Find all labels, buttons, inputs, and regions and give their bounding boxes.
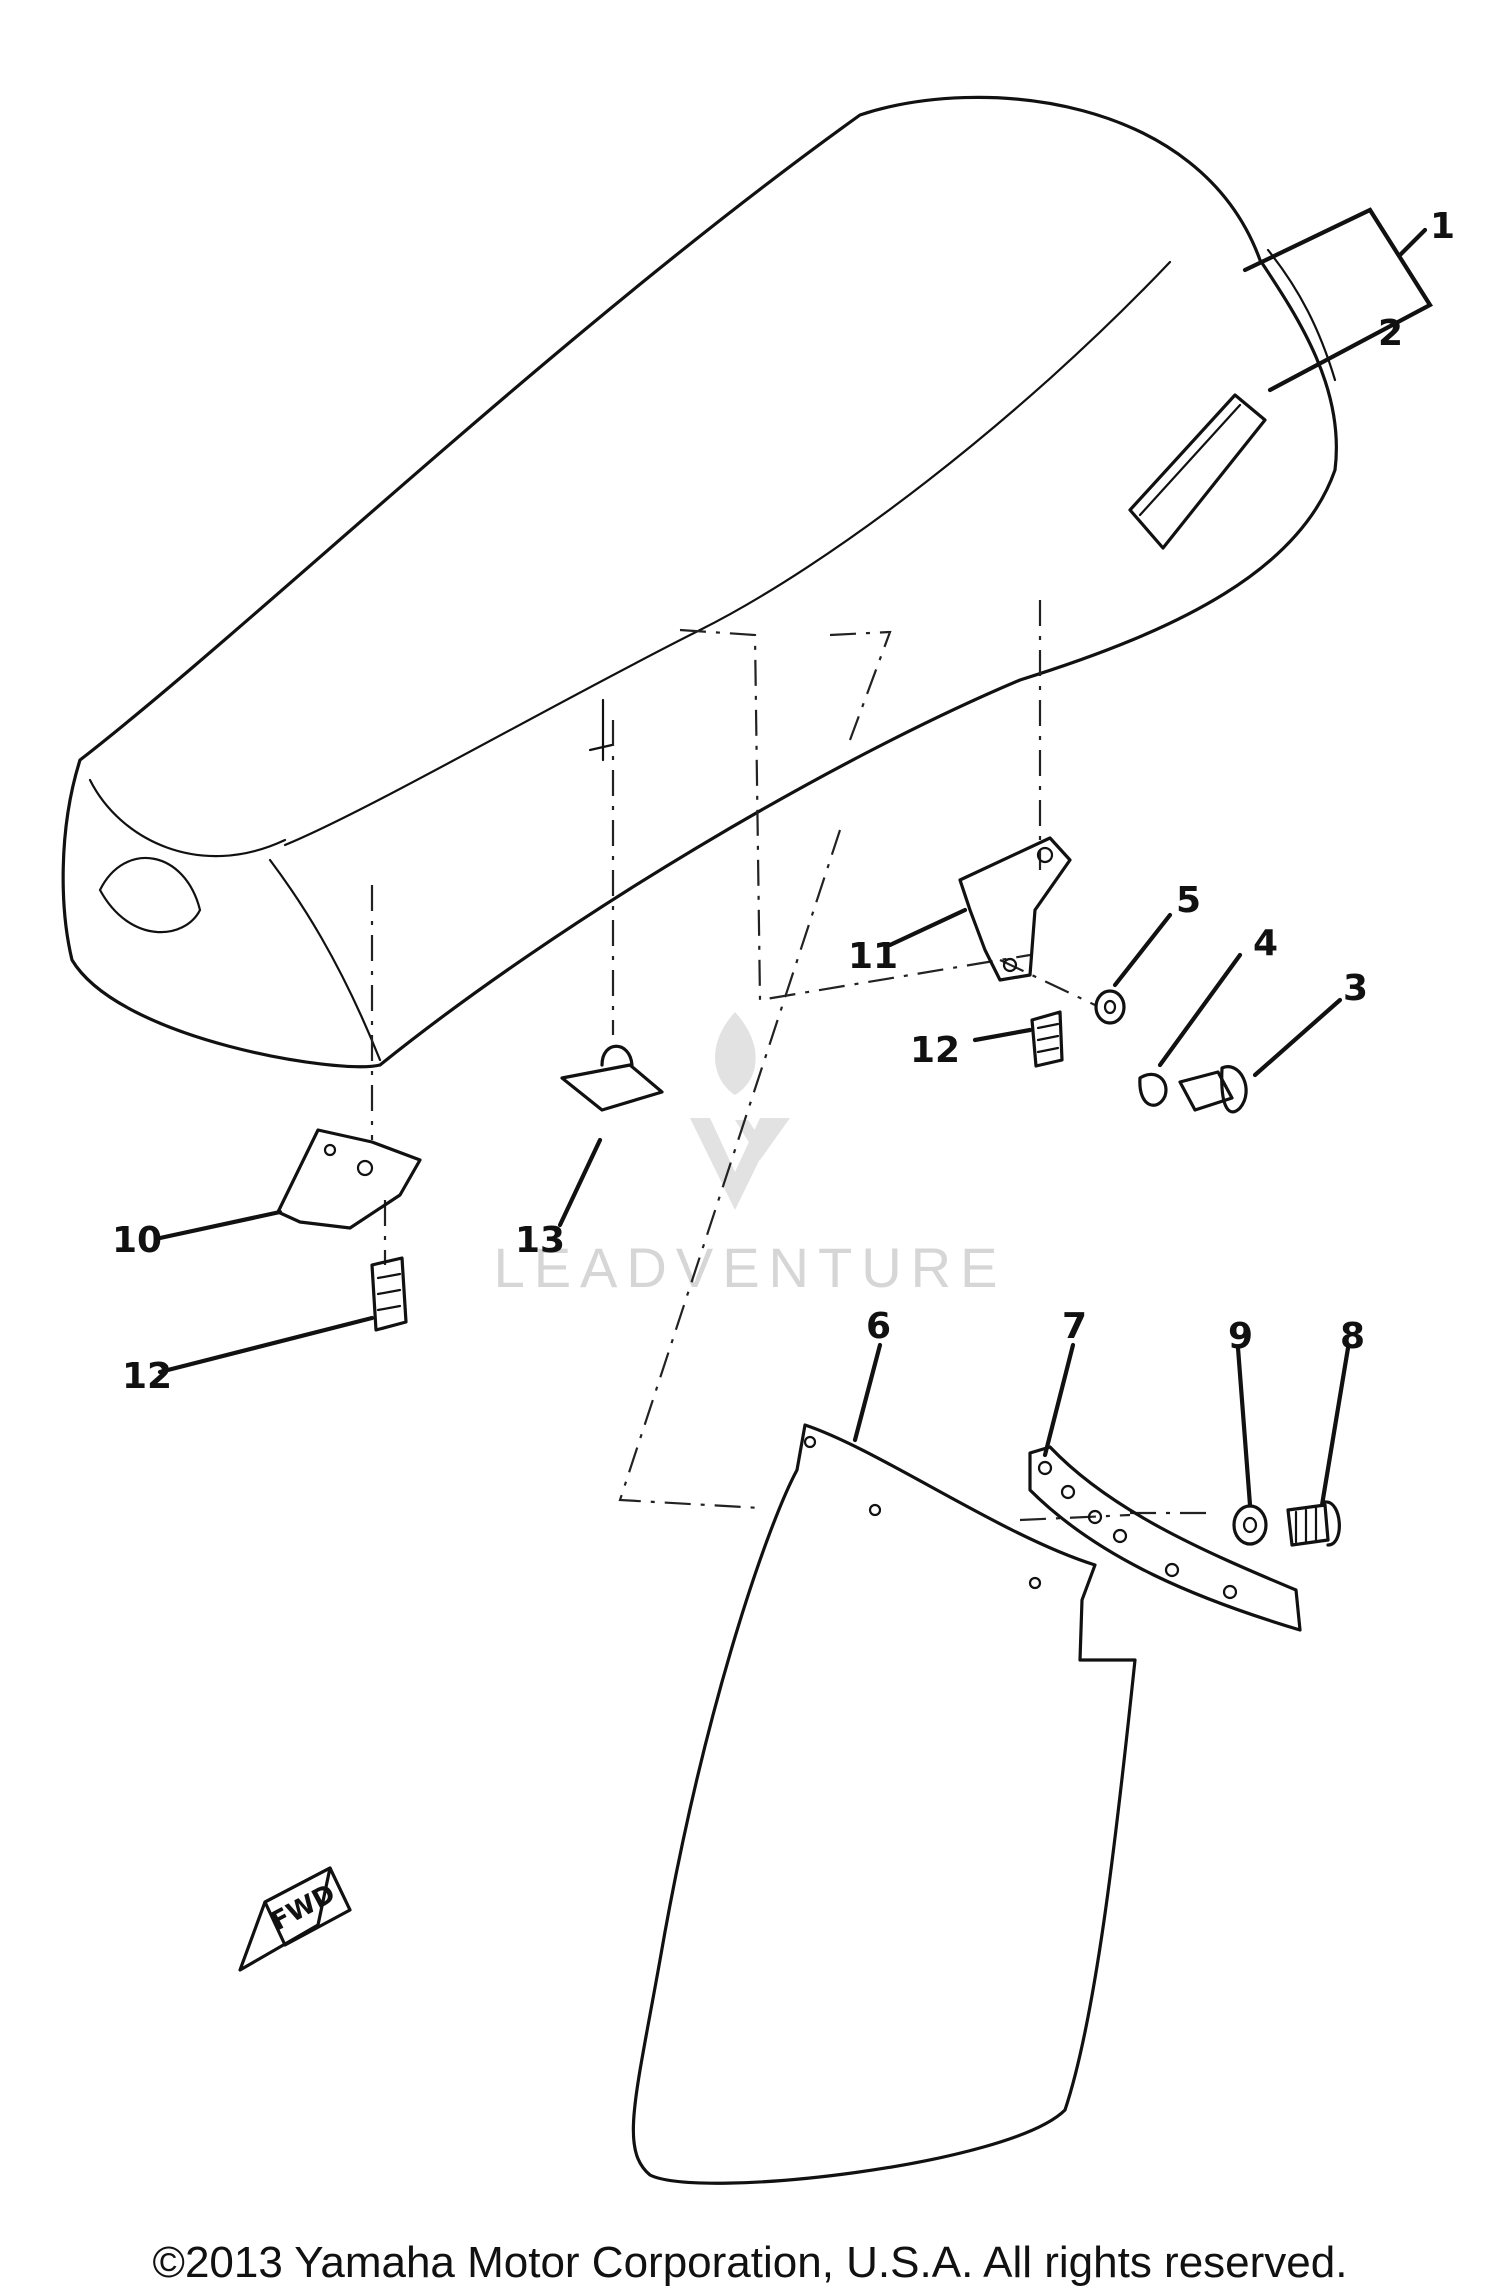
nut-12-upper [1030, 1010, 1064, 1068]
rear-fender-6 [631, 1423, 1137, 2185]
callout-13: 13 [515, 1220, 565, 1261]
callout-5: 5 [1176, 880, 1201, 921]
callout-4: 4 [1253, 923, 1278, 964]
callout-labels: 1 2 3 4 5 6 7 8 9 10 11 12 12 13 [112, 206, 1455, 1397]
leader-lines [157, 207, 1433, 1508]
callout-7: 7 [1062, 1306, 1087, 1347]
bracket-10 [276, 1128, 422, 1230]
seat-assembly [61, 95, 1338, 1069]
bracket-11 [958, 836, 1072, 982]
reflector-bracket-7 [1028, 1445, 1302, 1632]
nut-12-lower [370, 1256, 408, 1332]
callout-11: 11 [848, 936, 898, 977]
plain-washer-5 [1094, 989, 1126, 1025]
callout-1: 1 [1430, 206, 1455, 247]
callout-2: 2 [1378, 313, 1403, 354]
clip-nut-13 [560, 1044, 664, 1112]
watermark-flame-icon [690, 1012, 790, 1210]
assembly-guide-lines [370, 600, 1215, 1522]
bolt-3 [1178, 1065, 1248, 1114]
watermark: LEADVENTURE [494, 1012, 1007, 1299]
callout-12-upper: 12 [910, 1030, 960, 1071]
callout-8: 8 [1340, 1316, 1365, 1357]
fwd-label: FWD [266, 1879, 340, 1937]
callout-9: 9 [1228, 1316, 1253, 1357]
washer-9 [1232, 1504, 1268, 1546]
lock-washer-4 [1138, 1072, 1168, 1107]
copyright-notice: ©2013 Yamaha Motor Corporation, U.S.A. A… [152, 2238, 1348, 2287]
screw-8 [1286, 1500, 1341, 1547]
callout-6: 6 [866, 1306, 891, 1347]
callout-10: 10 [112, 1220, 162, 1261]
fwd-arrow-icon: FWD [238, 1866, 352, 1972]
callout-3: 3 [1343, 968, 1368, 1009]
callout-12-lower: 12 [122, 1356, 172, 1397]
seat-strap [1128, 393, 1267, 550]
watermark-text: LEADVENTURE [494, 1236, 1007, 1299]
